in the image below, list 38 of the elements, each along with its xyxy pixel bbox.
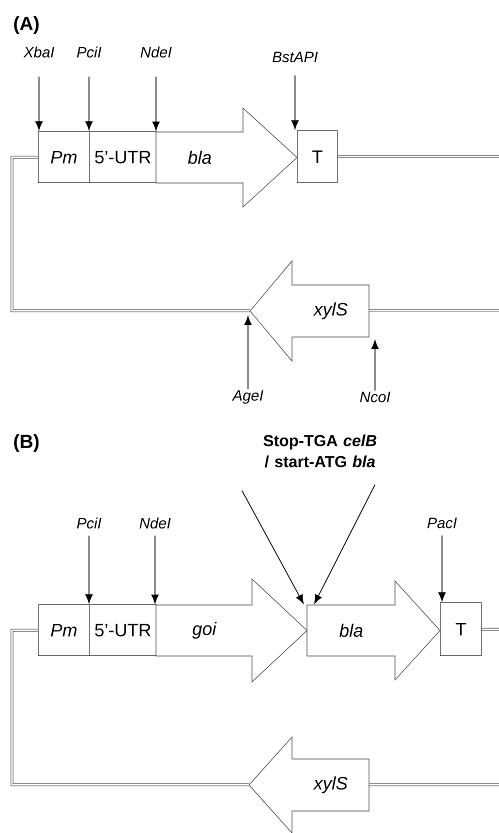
gene-segment: goi <box>156 578 308 683</box>
arrow <box>242 490 304 604</box>
restriction-site-label: BstAPI <box>272 52 318 62</box>
restriction-site-label: AgeI <box>232 390 264 404</box>
restriction-site-label: NdeI <box>140 46 172 58</box>
arrow <box>314 484 376 604</box>
annotation-label: Stop-TGA celB / start-ATG bla <box>264 434 376 468</box>
arrow <box>85 535 93 603</box>
arrow <box>291 74 299 129</box>
arrow <box>35 76 43 130</box>
arrow <box>152 76 160 130</box>
utr-box: 5’-UTR <box>89 604 157 656</box>
gene-segment: xylS <box>248 736 370 833</box>
restriction-site-label: NcoI <box>360 392 390 402</box>
arrow <box>85 76 93 130</box>
restriction-site-label: XbaI <box>23 46 54 58</box>
promoter-box: Pm <box>38 604 90 656</box>
restriction-site-label: PciI <box>76 518 102 528</box>
terminator-box: T <box>440 602 482 656</box>
promoter-box: Pm <box>38 131 90 183</box>
arrow <box>244 316 252 390</box>
arrow <box>438 535 446 601</box>
panel-label: (B) <box>14 434 39 452</box>
backbone-line <box>482 628 499 630</box>
backbone-line <box>10 156 250 312</box>
backbone-line <box>369 784 499 786</box>
panel-label: (A) <box>14 16 39 34</box>
arrow <box>371 340 379 392</box>
backbone-line <box>338 155 499 158</box>
gene-segment: xylS <box>250 260 370 362</box>
arrow <box>151 535 159 604</box>
terminator-box: T <box>297 130 338 183</box>
restriction-site-label: NdeI <box>140 518 171 529</box>
restriction-site-label: PacI <box>427 518 457 528</box>
backbone-line <box>369 310 499 312</box>
restriction-site-label: PciI <box>76 46 102 58</box>
utr-box: 5’-UTR <box>89 131 157 183</box>
backbone-line <box>10 628 249 786</box>
